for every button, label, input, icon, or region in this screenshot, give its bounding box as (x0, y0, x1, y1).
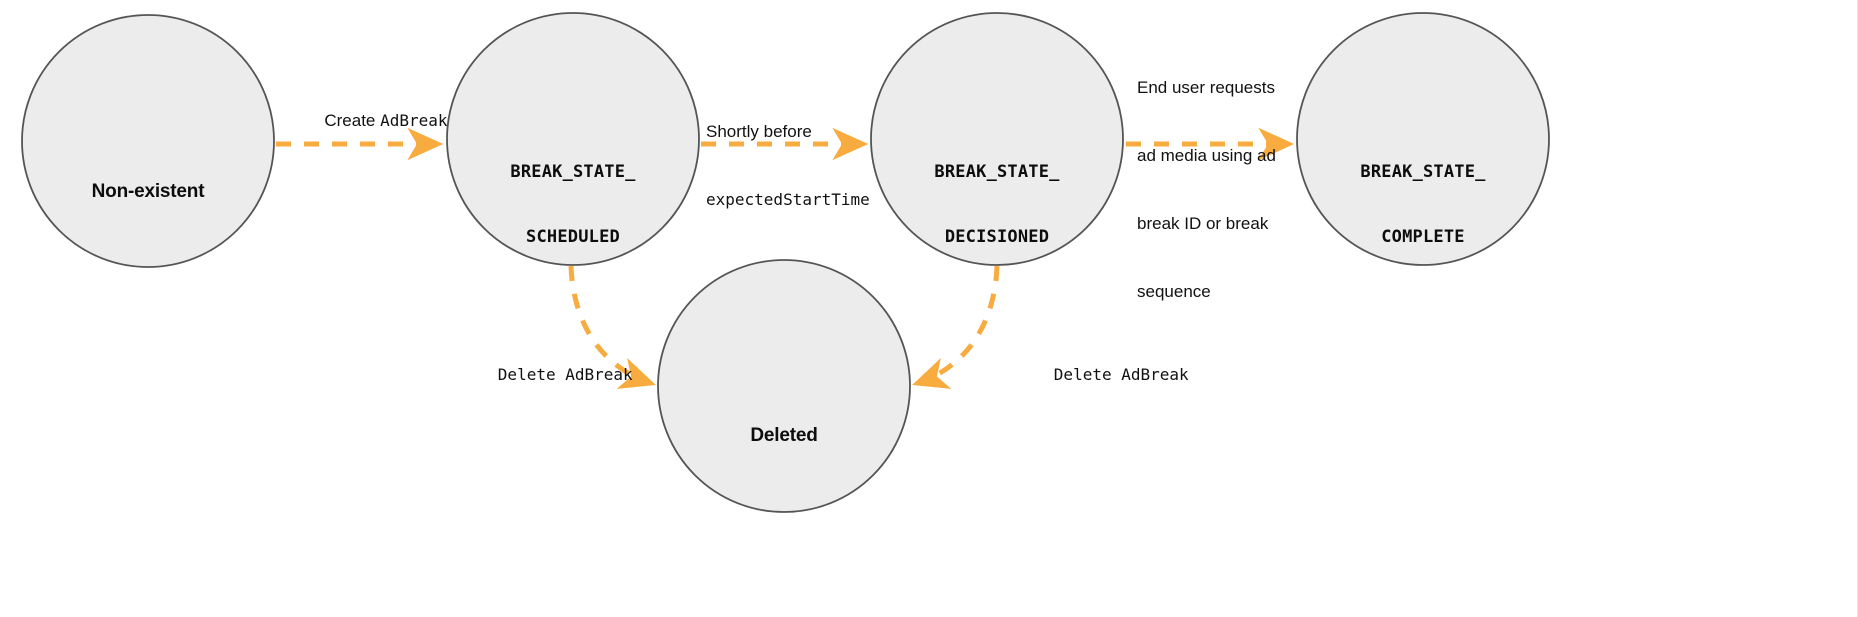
edge-path-decisioned-to-deleted[interactable] (912, 265, 1000, 389)
node-shape-non-existent[interactable] (21, 14, 275, 268)
node-non-existent[interactable] (21, 14, 275, 268)
node-shape-break-state-scheduled[interactable] (446, 12, 700, 266)
edge-path-scheduled-to-deleted[interactable] (568, 265, 656, 389)
node-deleted[interactable] (657, 259, 911, 513)
node-shape-break-state-complete[interactable] (1296, 12, 1550, 266)
edge-decisioned-to-deleted[interactable] (912, 265, 1000, 389)
edge-scheduled-to-deleted[interactable] (568, 265, 656, 389)
node-break-state-decisioned[interactable] (870, 12, 1124, 266)
node-break-state-scheduled[interactable] (446, 12, 700, 266)
node-break-state-complete[interactable] (1296, 12, 1550, 266)
node-shape-break-state-decisioned[interactable] (870, 12, 1124, 266)
node-shape-deleted[interactable] (657, 259, 911, 513)
